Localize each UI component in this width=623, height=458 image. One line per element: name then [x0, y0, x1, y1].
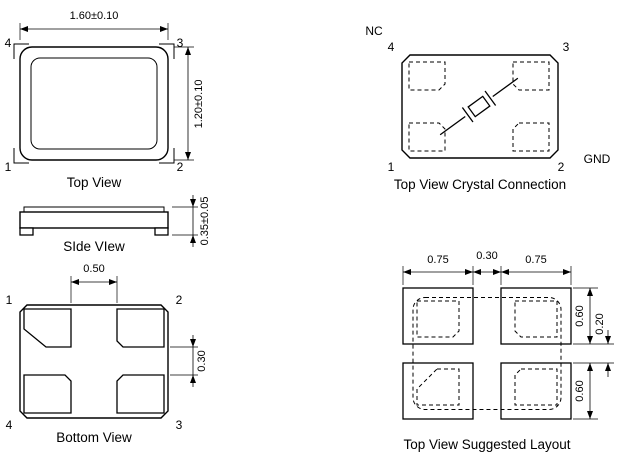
corner-mark-top-right — [159, 43, 175, 59]
corner-mark-bottom-right — [159, 148, 175, 164]
package-outline — [401, 54, 559, 159]
package-lid-seam — [30, 57, 158, 150]
crystal-lead — [439, 115, 466, 136]
bottom-pad-1 — [23, 308, 72, 348]
suggested-layout-caption: Top View Suggested Layout — [403, 437, 570, 452]
crystal-connection-caption: Top View Crystal Connection — [394, 177, 566, 192]
pin-number-3: 3 — [177, 36, 184, 50]
dim-pad-gap-x-label: 0.50 — [83, 263, 104, 275]
pin-number-3: 3 — [563, 40, 570, 54]
pad-overlay-bottom-left — [416, 368, 460, 406]
pad-overlay-top-left — [416, 300, 460, 338]
dim-pad-width-left-label: 0.75 — [427, 254, 448, 266]
dim-thickness-label: 0.35±0.05 — [199, 197, 211, 246]
bottom-pad-3 — [116, 374, 165, 414]
top-view-caption: Top View — [67, 175, 122, 190]
dim-gap-y-label: 0.20 — [594, 313, 606, 334]
pad-overlay-top-right — [514, 300, 558, 338]
pin-number-2: 2 — [177, 160, 184, 174]
side-pad-left — [19, 227, 34, 236]
dim-width-label: 1.60±0.10 — [70, 10, 119, 22]
connection-pad-1 — [408, 122, 446, 152]
crystal-symbol-icon — [439, 77, 519, 136]
pin-number-1: 1 — [5, 160, 12, 174]
side-pad-right — [154, 227, 169, 236]
side-view-caption: SIde VIew — [63, 239, 125, 254]
dim-gap-x-label: 0.30 — [476, 250, 497, 262]
pin-number-4: 4 — [388, 40, 395, 54]
suggested-layout-figure: 0.75 0.30 0.75 0.60 0.20 0.60 Top View S… — [402, 250, 614, 452]
package-body-side — [19, 211, 169, 229]
side-view-figure: 0.35±0.05 SIde VIew — [19, 195, 211, 254]
connection-pad-2 — [512, 122, 550, 152]
crystal-plate — [461, 107, 474, 123]
package-outline-overlay — [412, 297, 562, 410]
crystal-lead — [492, 77, 519, 98]
package-body-outline — [19, 46, 169, 161]
dim-pad-gap-y-label: 0.30 — [196, 350, 208, 371]
package-lid-side — [23, 206, 165, 213]
connection-pad-4 — [408, 61, 446, 91]
pad-overlay-bottom-right — [514, 368, 558, 406]
crystal-plate — [484, 90, 497, 106]
bottom-pad-4 — [23, 374, 72, 414]
bottom-view-caption: Bottom View — [56, 430, 132, 445]
nc-label: NC — [365, 24, 383, 38]
dim-pad-width-right-label: 0.75 — [525, 254, 546, 266]
top-view-figure: 1.60±0.10 1.20±0.10 4 3 1 2 Top View — [5, 10, 205, 190]
dim-height-label: 1.20±0.10 — [193, 80, 205, 129]
corner-mark-top-left — [13, 43, 29, 59]
crystal-connection-figure: NC 4 3 1 2 GND Top View Crystal Connecti… — [365, 24, 610, 192]
pin-number-1: 1 — [6, 293, 13, 307]
pin-number-1: 1 — [388, 160, 395, 174]
bottom-pad-2 — [116, 308, 165, 348]
dim-pad-height-bottom-label: 0.60 — [574, 380, 586, 401]
land-pad-bottom-left — [402, 362, 474, 420]
gnd-label: GND — [584, 152, 611, 166]
pin-number-4: 4 — [6, 418, 13, 432]
crystal-body — [467, 95, 491, 118]
land-pad-top-left — [402, 287, 474, 345]
dim-pad-height-top-label: 0.60 — [574, 305, 586, 326]
pin-number-3: 3 — [176, 418, 183, 432]
bottom-view-figure: 0.50 0.30 1 2 4 3 Bottom View — [6, 263, 208, 445]
pin-number-4: 4 — [5, 36, 12, 50]
connection-pad-3 — [512, 61, 550, 91]
pin-number-2: 2 — [176, 293, 183, 307]
pin-number-2: 2 — [558, 160, 565, 174]
corner-mark-bottom-left — [13, 148, 29, 164]
